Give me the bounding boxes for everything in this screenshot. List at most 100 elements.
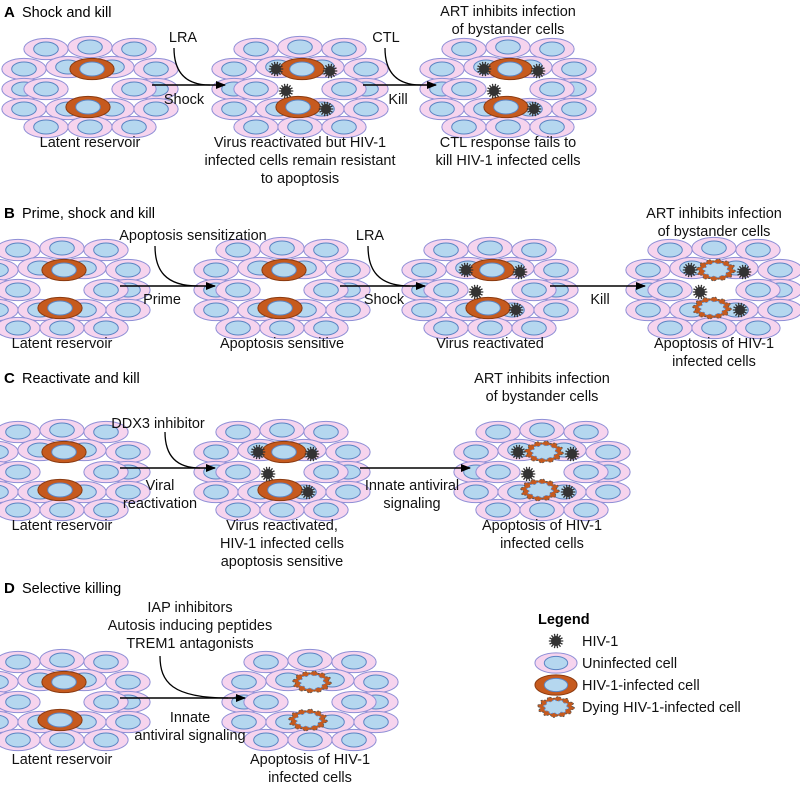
cell-cluster: [211, 35, 389, 139]
cell-nucleus: [313, 424, 339, 440]
cell-nucleus: [11, 101, 37, 117]
virion-spikes: [526, 101, 542, 117]
virion-core: [533, 66, 543, 76]
cell-nucleus: [529, 422, 555, 438]
hiv-virion: [458, 262, 474, 278]
cluster-caption: Apoptosis of HIV-1: [654, 336, 774, 352]
legend: Legend HIV-1 Uninfected cell HIV-1-infec…: [534, 612, 741, 718]
cluster-caption: Apoptosis sensitive: [220, 336, 344, 352]
cluster-caption: infected cells remain resistant: [205, 153, 396, 169]
cell-nucleus: [0, 262, 9, 278]
cell-nucleus: [203, 484, 229, 500]
cell-nucleus: [543, 262, 569, 278]
cell-nucleus: [253, 732, 279, 748]
cell-nucleus: [331, 119, 357, 135]
cluster-caption: to apoptosis: [261, 171, 339, 187]
agent-curve: [173, 47, 211, 86]
hiv-virion: [560, 484, 576, 500]
virion-spikes: [458, 262, 474, 278]
cell-nucleus: [526, 481, 554, 499]
cell-nucleus: [243, 81, 269, 97]
cell-nucleus: [0, 444, 9, 460]
cell-nucleus: [93, 502, 119, 518]
hiv-virion: [322, 63, 338, 79]
cell-nucleus: [341, 694, 367, 710]
virion-core: [325, 66, 335, 76]
agent-label: Apoptosis sensitization: [119, 228, 267, 244]
cell-nucleus: [497, 61, 523, 77]
cell-nucleus: [485, 424, 511, 440]
virion-spikes: [736, 264, 752, 280]
cell-nucleus: [0, 714, 9, 730]
hiv-virion: [486, 83, 502, 99]
cell-nucleus: [143, 101, 169, 117]
hiv-virion: [318, 101, 334, 117]
cell-nucleus: [767, 262, 793, 278]
cluster-caption: Apoptosis of HIV-1: [482, 518, 602, 534]
cell-nucleus: [297, 732, 323, 748]
cell-nucleus: [115, 714, 141, 730]
cell-nucleus: [5, 654, 31, 670]
cell-nucleus: [5, 424, 31, 440]
cell-nucleus: [231, 674, 257, 690]
virion-spikes: [732, 302, 748, 318]
cell-nucleus: [635, 262, 661, 278]
virion-spikes: [300, 484, 316, 500]
virion-spikes: [510, 444, 526, 460]
hiv-virion: [278, 83, 294, 99]
agent-label: LRA: [356, 228, 385, 244]
agent-curve: [367, 245, 411, 287]
cell-nucleus: [289, 61, 315, 77]
cell-nucleus: [477, 320, 503, 336]
cell-nucleus: [335, 444, 361, 460]
cell-nucleus: [33, 81, 59, 97]
cell-nucleus: [47, 300, 73, 316]
cell-nucleus: [49, 732, 75, 748]
cell-nucleus: [75, 99, 101, 115]
virus-icon: [548, 633, 564, 649]
cell-nucleus: [433, 282, 459, 298]
cell-nucleus: [203, 262, 229, 278]
panel-letter: C: [4, 370, 15, 387]
cell-nucleus: [267, 300, 293, 316]
hiv-virion: [300, 484, 316, 500]
cell-cluster: [625, 236, 800, 340]
hiv-virion: [526, 101, 542, 117]
cell-nucleus: [5, 320, 31, 336]
cluster-caption: Virus reactivated but HIV-1: [214, 135, 386, 151]
hiv-virion: [508, 302, 524, 318]
cell-nucleus: [77, 119, 103, 135]
virion-spikes: [250, 444, 266, 460]
virion-spikes: [322, 63, 338, 79]
hiv-virion: [304, 446, 320, 462]
virion-core: [567, 449, 577, 459]
cell-nucleus: [529, 502, 555, 518]
agent-label: LRA: [169, 30, 198, 46]
cell-nucleus: [294, 711, 322, 729]
cluster-caption: Latent reservoir: [12, 518, 113, 534]
arrow-label: Shock: [364, 292, 405, 308]
cell-nucleus: [353, 101, 379, 117]
cell-nucleus: [225, 502, 251, 518]
cell-nucleus: [635, 302, 661, 318]
cell-cluster: [193, 236, 371, 340]
cluster-caption: kill HIV-1 infected cells: [435, 153, 580, 169]
cluster-caption: infected cells: [672, 354, 756, 370]
cell-nucleus: [745, 320, 771, 336]
cell-nucleus: [331, 41, 357, 57]
cell-nucleus: [115, 444, 141, 460]
cell-nucleus: [521, 282, 547, 298]
cell-nucleus: [285, 99, 311, 115]
cell-nucleus: [115, 674, 141, 690]
cell-nucleus: [595, 444, 621, 460]
cluster-caption: Virus reactivated,: [226, 518, 338, 534]
virion-core: [461, 265, 471, 275]
panel-a: A Shock and kill Latent reservoir Virus …: [1, 4, 597, 187]
cell-nucleus: [451, 81, 477, 97]
cell-nucleus: [0, 484, 9, 500]
panel-c: C Reactivate and kill Latent reservoir V…: [0, 370, 631, 570]
cell-nucleus: [543, 677, 569, 693]
cell-nucleus: [475, 300, 501, 316]
cell-cluster: [193, 418, 371, 522]
cell-nucleus: [495, 119, 521, 135]
